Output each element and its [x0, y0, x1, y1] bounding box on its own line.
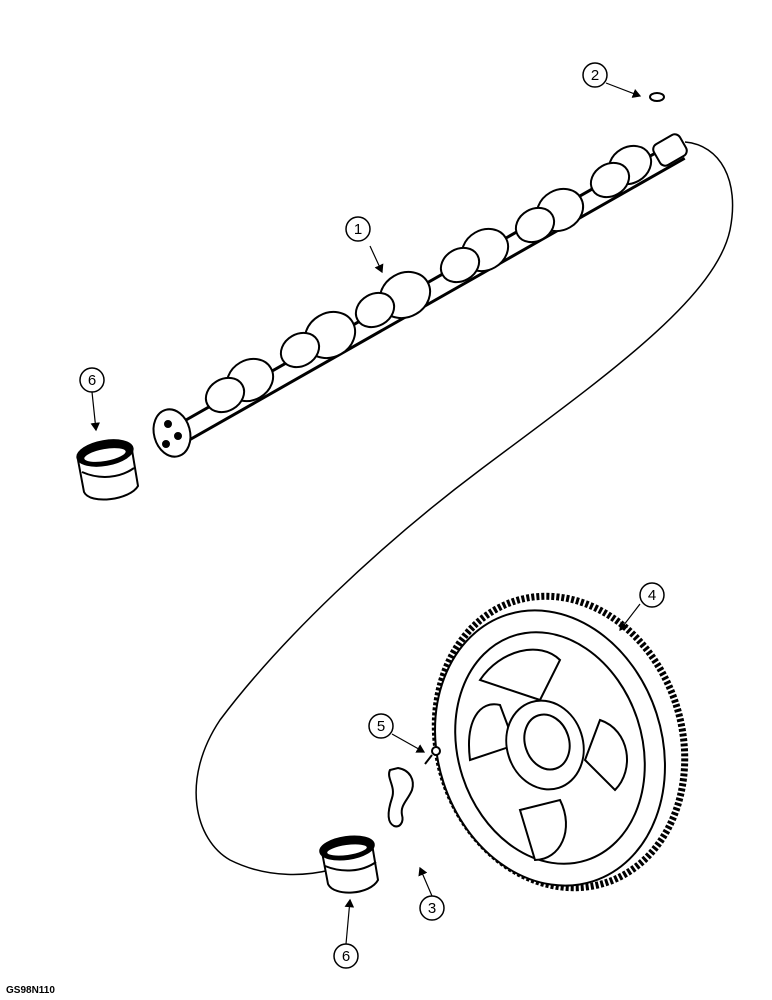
camshaft-gear	[431, 592, 689, 892]
callout-circle-6-top	[79, 367, 105, 393]
leader-5	[391, 733, 426, 753]
assembly-path-line	[195, 141, 734, 876]
leader-4	[619, 603, 641, 631]
figure-code: GS98N110	[6, 985, 55, 996]
callout-circle-3	[419, 895, 445, 921]
callout-label-6-bottom: 6	[342, 948, 350, 965]
callout-circle-2	[582, 62, 608, 88]
callout-label-6-top: 6	[88, 372, 96, 389]
callout-label-3: 3	[428, 900, 436, 917]
callout-circle-6-bottom	[333, 943, 359, 969]
leader-1	[369, 245, 384, 274]
callout-label-4: 4	[648, 587, 656, 604]
leader-6-bottom	[344, 898, 355, 945]
callout-circle-1	[345, 216, 371, 242]
camshaft-bushing-rear	[319, 835, 380, 894]
thrust-plate	[387, 766, 414, 828]
woodruff-key	[649, 92, 665, 102]
callout-label-2: 2	[591, 67, 599, 84]
leader-3	[418, 866, 433, 897]
callout-circle-5	[368, 713, 394, 739]
callout-label-1: 1	[354, 221, 362, 238]
leader-2	[605, 82, 642, 98]
camshaft	[152, 133, 688, 458]
callout-label-5: 5	[377, 718, 385, 735]
bolt	[424, 746, 441, 765]
callout-circle-4	[639, 582, 665, 608]
camshaft-bushing-front	[76, 439, 140, 501]
leader-6-top	[90, 391, 101, 432]
